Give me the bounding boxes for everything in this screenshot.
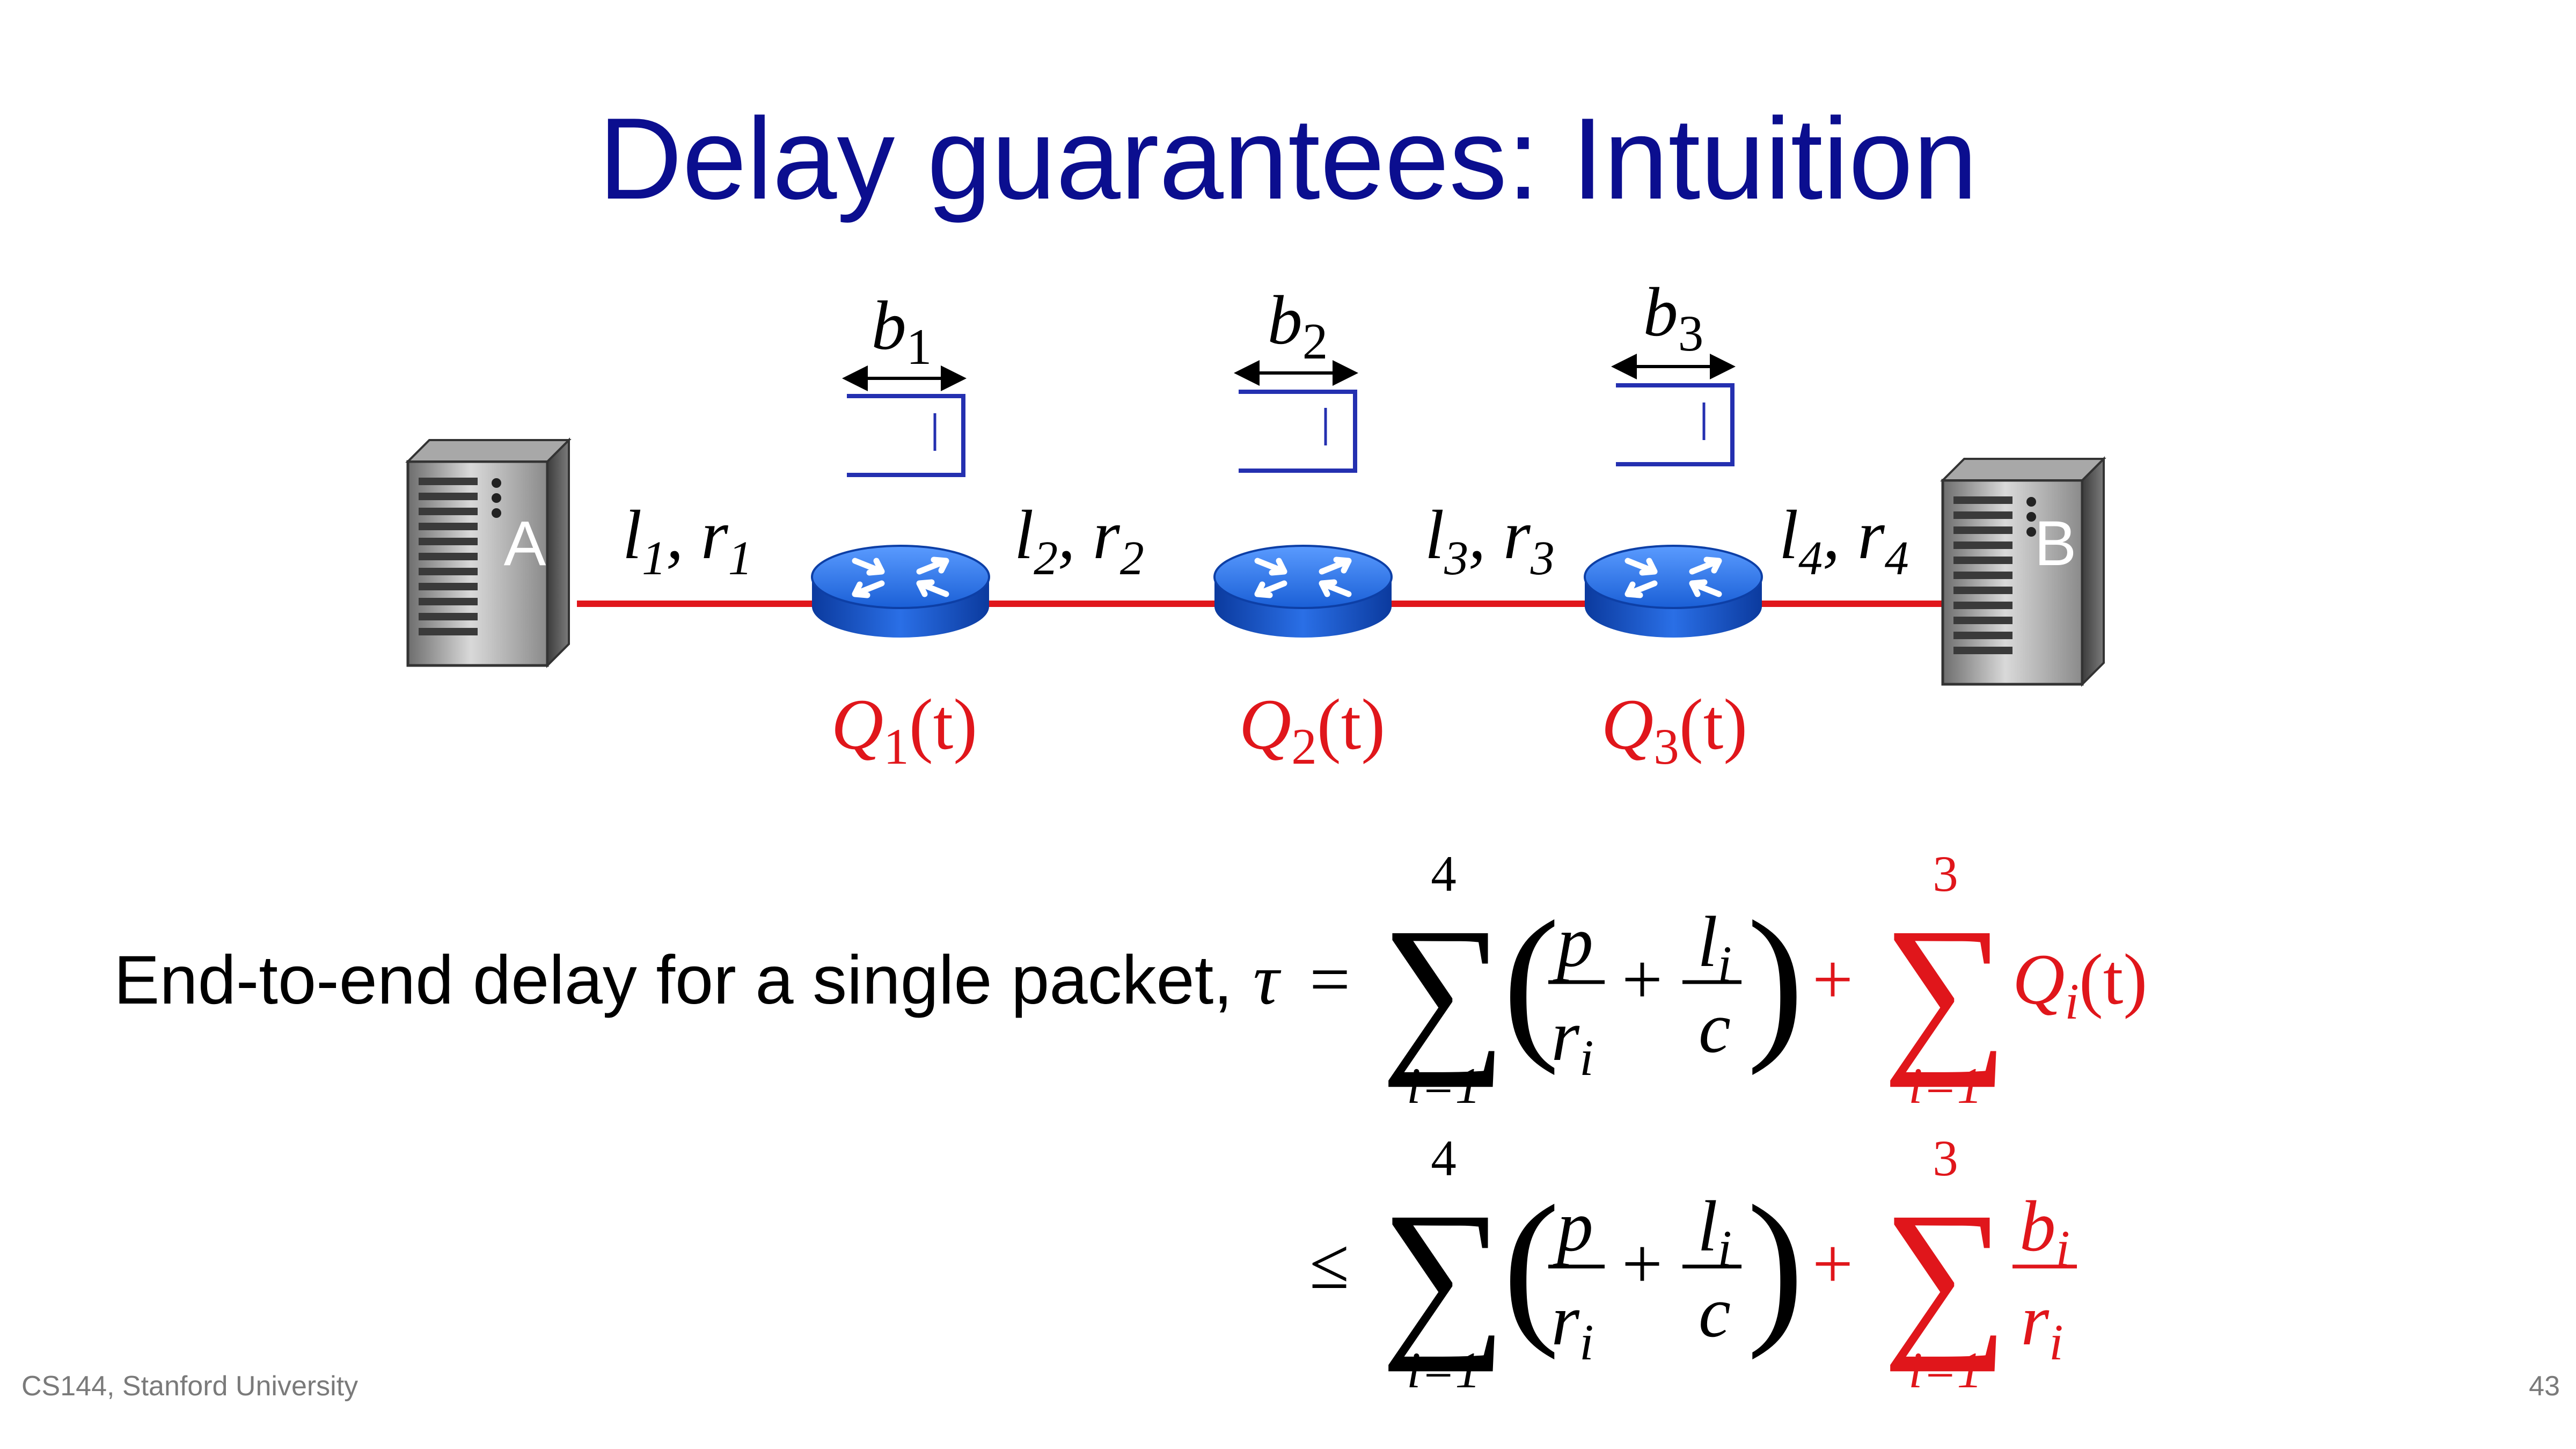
host-b: B <box>1943 459 2104 684</box>
buffer-2-label: b2 <box>1268 282 1328 370</box>
link-2-label: l2, r2 <box>1014 496 1144 585</box>
router-2 <box>1214 546 1392 638</box>
page-number: 43 <box>2529 1371 2560 1402</box>
router-1 <box>812 546 989 638</box>
sum-2-upper: 3 <box>1933 845 1958 902</box>
frac-c-den-2: c <box>1699 1272 1731 1352</box>
plus-inner-2: + <box>1622 1224 1663 1304</box>
link-3-label: l3, r3 <box>1425 496 1555 585</box>
plus-outer-2: + <box>1812 1224 1853 1304</box>
link-1-label: l1, r1 <box>623 496 752 585</box>
host-b-label: B <box>2035 508 2077 579</box>
footer-course: CS144, Stanford University <box>21 1371 358 1402</box>
buffer-1-label: b1 <box>872 287 932 375</box>
paren-right-2: ) <box>1747 1170 1804 1360</box>
sum-3-symbol: ∑ <box>1380 1176 1506 1372</box>
server-icon <box>1943 459 2104 684</box>
host-a-label: A <box>504 508 546 579</box>
sum-3-upper: 4 <box>1431 1130 1457 1187</box>
sum-2-lower: i=1 <box>1908 1057 1982 1114</box>
plus-outer-1: + <box>1812 940 1853 1020</box>
sum-4-lower: i=1 <box>1908 1342 1982 1399</box>
frac-l-num-1: li <box>1697 902 1732 992</box>
sum-1-symbol: ∑ <box>1380 892 1506 1088</box>
equation: End-to-end delay for a single packet, τ … <box>114 845 2147 1399</box>
frac-r-den-3: ri <box>2021 1280 2063 1371</box>
frac-l-num-2: li <box>1697 1187 1732 1277</box>
sum-3-lower: i=1 <box>1407 1342 1481 1399</box>
buffer-1: b1 <box>842 287 967 477</box>
frac-c-den-1: c <box>1699 988 1731 1068</box>
router-icon <box>1214 546 1392 638</box>
equation-lead-text: End-to-end delay for a single packet, <box>114 942 1233 1019</box>
queue-2-label: Q2(t) <box>1239 685 1385 775</box>
buffer-3-label: b3 <box>1643 274 1704 362</box>
frac-p-num-2: p <box>1553 1187 1593 1267</box>
sum-1-lower: i=1 <box>1407 1057 1481 1114</box>
plus-inner-1: + <box>1622 940 1663 1020</box>
buffer-2: b2 <box>1234 282 1358 473</box>
frac-r-den-2: ri <box>1552 1280 1594 1371</box>
queue-1-label: Q1(t) <box>831 685 977 775</box>
sum-4-symbol: ∑ <box>1882 1176 2008 1372</box>
link-4-label: l4, r4 <box>1779 496 1909 585</box>
buffer-3: b3 <box>1611 274 1736 466</box>
frac-r-den-1: ri <box>1552 996 1594 1086</box>
host-a: A <box>408 440 569 665</box>
equals-sign: = <box>1309 940 1350 1020</box>
queue-3-label: Q3(t) <box>1601 685 1747 775</box>
sum-4-upper: 3 <box>1933 1130 1958 1187</box>
router-3 <box>1585 546 1762 638</box>
frac-b-num: bi <box>2019 1187 2070 1277</box>
leq-sign: ≤ <box>1309 1224 1349 1304</box>
frac-p-num-1: p <box>1553 902 1593 982</box>
slide-title: Delay guarantees: Intuition <box>598 93 1978 223</box>
queue-term: Qi(t) <box>2012 940 2147 1030</box>
sum-2-symbol: ∑ <box>1882 892 2008 1088</box>
router-icon <box>812 546 989 638</box>
paren-right-1: ) <box>1747 886 1804 1076</box>
tau-symbol: τ <box>1253 940 1282 1020</box>
sum-1-upper: 4 <box>1431 845 1457 902</box>
router-icon <box>1585 546 1762 638</box>
